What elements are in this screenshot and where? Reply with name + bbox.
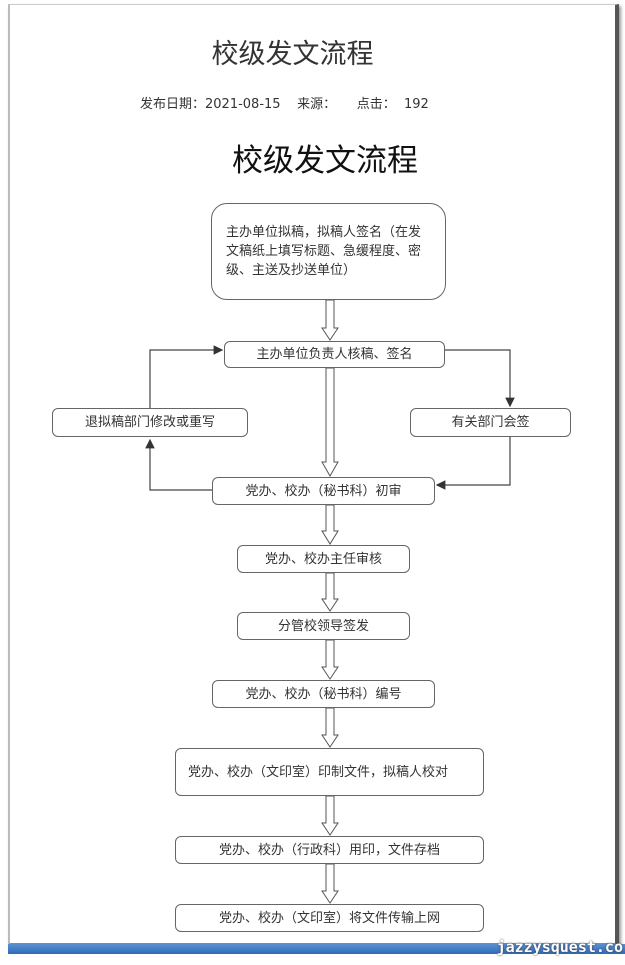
article-meta: 发布日期：2021-08-15 来源： 点击： 192 [140, 97, 429, 112]
step-seal-archive: 党办、校办（行政科）用印，文件存档 [175, 836, 484, 864]
bottom-bar [8, 944, 625, 954]
step-printing: 党办、校办（文印室）印制文件，拟稿人校对 [175, 748, 484, 796]
step-return-revise: 退拟稿部门修改或重写 [52, 408, 248, 437]
step-upload: 党办、校办（文印室）将文件传输上网 [175, 904, 484, 932]
step-countersign: 有关部门会签 [410, 408, 571, 437]
step-leader-sign: 分管校领导签发 [237, 612, 410, 640]
step-director-review: 党办、校办主任审核 [237, 545, 410, 573]
step-draft: 主办单位拟稿，拟稿人签名（在发文稿纸上填写标题、急缓程度、密级、主送及抄送单位） [211, 203, 446, 300]
watermark: jazzysquest.co [496, 938, 623, 956]
article-title: 校级发文流程 [211, 39, 374, 70]
step-initial-review: 党办、校办（秘书科）初审 [212, 477, 435, 505]
step-numbering: 党办、校办（秘书科）编号 [212, 680, 435, 708]
step-review-sign: 主办单位负责人核稿、签名 [224, 341, 445, 368]
flowchart-title: 校级发文流程 [232, 143, 418, 179]
